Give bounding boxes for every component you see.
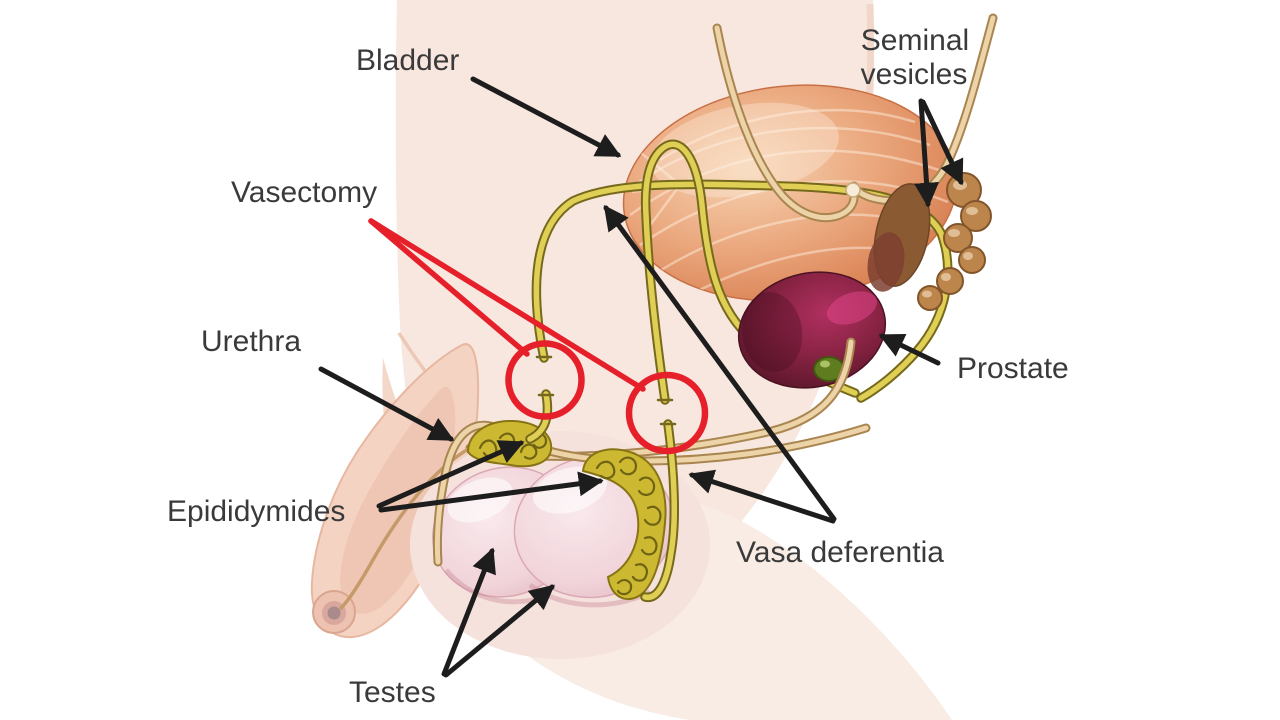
- vas-cut-stubs: [525, 355, 679, 602]
- seminal-vesicles-arrow-left: [914, 98, 940, 208]
- prostate-sheen: [827, 291, 877, 325]
- label-vasa-deferentia: Vasa deferentia: [736, 536, 944, 569]
- bladder-arrow: [470, 76, 622, 158]
- label-vasectomy: Vasectomy: [231, 176, 377, 209]
- seminal-vesicles-arrow-right: [920, 99, 964, 186]
- vasectomy-line-right: [368, 218, 646, 392]
- vasa-deferentia-arrow-short: [688, 469, 836, 524]
- vasectomy-circle-right: [625, 371, 709, 455]
- seminal-vesicles-organ: [867, 172, 992, 311]
- prostate-arrow: [878, 333, 941, 366]
- seminal-vesicle-dark-patch: [867, 232, 905, 292]
- urethra-arrow: [318, 366, 455, 442]
- testes-arrow-left: [441, 547, 496, 677]
- ureter-tip: [845, 182, 861, 198]
- pointer-arrows: [318, 76, 964, 678]
- label-urethra: Urethra: [201, 325, 301, 358]
- epididymides-arrow-lower: [378, 471, 604, 513]
- epididymides-arrow-upper: [376, 440, 525, 509]
- label-epididymides: Epididymides: [167, 495, 345, 528]
- label-prostate: Prostate: [957, 352, 1069, 385]
- prostate-shadow: [741, 292, 803, 372]
- vasa-deferentia-arrow-long: [603, 204, 837, 522]
- label-bladder: Bladder: [356, 44, 459, 77]
- label-seminal-vesicles-line2: vesicles: [861, 58, 968, 91]
- label-seminal-vesicles-line1: Seminal: [861, 24, 969, 57]
- vas-deferens-left: [531, 179, 953, 403]
- labels: Bladder Seminal vesicles Vasectomy Ureth…: [167, 24, 1069, 709]
- vasectomy-annotation: [368, 218, 709, 455]
- label-testes: Testes: [349, 676, 436, 709]
- testis-left-highlight: [447, 477, 513, 523]
- gland-highlight: [820, 360, 830, 368]
- testes-arrow-right: [443, 584, 555, 678]
- ureter-left: [712, 23, 859, 223]
- vasectomy-circle-left: [505, 340, 585, 420]
- vasectomy-line-left: [368, 218, 530, 357]
- urethral-opening: [327, 606, 341, 620]
